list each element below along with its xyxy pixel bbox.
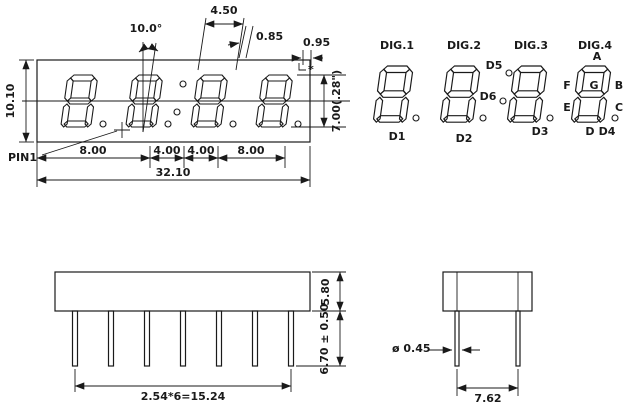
dim-row-spacing: 7.62 — [456, 369, 519, 405]
segment-label-a: A — [593, 50, 602, 63]
pin1-marker: PIN1 — [8, 122, 130, 164]
dim-overall-height-label: 10.10 — [4, 83, 17, 118]
decimal-point-dot — [229, 120, 237, 128]
dim-corner-offset-label: 0.95 — [303, 36, 330, 49]
dim-digit-height-label: 7.00(.28") — [330, 70, 343, 132]
decimal-point-dot — [546, 114, 554, 122]
dim-pin-diameter-label: ø 0.45 — [392, 342, 431, 355]
segment-label-b: B — [615, 79, 623, 92]
dim-digit-pitch: 8.00 4.00 4.00 8.00 — [36, 144, 286, 168]
pin — [143, 310, 151, 367]
pin — [179, 310, 187, 367]
seven-segment-digit — [373, 66, 413, 122]
dim-pitch-1-label: 8.00 — [79, 144, 106, 157]
dim-pin-length: 6.70 ± 0.50 — [296, 303, 346, 375]
pin1-cross — [114, 122, 130, 138]
dim-pin-length-label: 6.70 ± 0.50 — [318, 303, 331, 375]
dim-pitch-4-label: 8.00 — [237, 144, 264, 157]
decimal-point-dot — [99, 120, 107, 128]
dim-corner-offset: 0.95 * — [291, 36, 330, 76]
seven-segment-digit — [440, 66, 480, 122]
decimal-point-dot — [611, 114, 619, 122]
dim-digit-width: 4.50 — [197, 4, 245, 71]
front-view: PIN1 10.10 10.0° 4.50 0.85 — [4, 4, 350, 187]
seven-segment-digit — [507, 66, 547, 122]
pin — [71, 310, 79, 367]
colon-dot-upper — [179, 80, 187, 88]
dim-overall-width: 32.10 — [36, 142, 311, 187]
dim-digit-width-label: 4.50 — [210, 4, 237, 17]
pin1-leader-line — [41, 130, 118, 156]
colon-dot-lower — [173, 108, 181, 116]
dim-pin-pitch: 2.54*6=15.24 — [74, 369, 292, 403]
colon-label-d5: D5 — [486, 59, 503, 72]
segment-label-g: G — [589, 79, 598, 92]
digit-label-4: DIG.4 — [578, 39, 612, 52]
decimal-point-dot — [479, 114, 487, 122]
corner-tick — [298, 63, 306, 71]
colon-dot-upper — [505, 69, 513, 77]
dim-overall-width-label: 32.10 — [156, 166, 191, 179]
dim-row-spacing-label: 7.62 — [474, 392, 501, 405]
pin1-label: PIN1 — [8, 151, 37, 164]
dim-segment-width-label: 0.85 — [256, 30, 283, 43]
dim-pin-diameter: ø 0.45 — [392, 342, 480, 355]
dim-overall-height: 10.10 — [4, 59, 34, 143]
end-body-outline — [442, 271, 533, 312]
segment-label-e: E — [563, 101, 571, 114]
digit-label-3: DIG.3 — [514, 39, 548, 52]
segment-label-f: F — [563, 79, 571, 92]
colon-dot-lower — [499, 97, 507, 105]
dim-segment-width: 0.85 — [227, 25, 283, 59]
pin — [107, 310, 115, 367]
digit-label-1: DIG.1 — [380, 39, 414, 52]
dim-pin-pitch-label: 2.54*6=15.24 — [141, 390, 226, 403]
segment-label-c: C — [615, 101, 623, 114]
pin — [251, 310, 259, 367]
segment-label-d: D — [585, 125, 594, 138]
colon-label-d6: D6 — [480, 90, 497, 103]
side-view: 5.80 6.70 ± 0.50 2.54*6=15.24 — [54, 271, 346, 403]
dim-pitch-2-label: 4.00 — [153, 144, 180, 157]
dim-body-height-label: 5.80 — [319, 278, 332, 305]
dp-label-d4: D4 — [599, 125, 616, 138]
dp-label-d2: D2 — [456, 132, 473, 145]
side-body-outline — [54, 271, 311, 312]
decimal-point-dot — [412, 114, 420, 122]
end-view: ø 0.45 7.62 — [392, 271, 533, 405]
dp-label-d1: D1 — [389, 130, 406, 143]
pin — [454, 310, 460, 367]
decimal-point-dot — [164, 120, 172, 128]
dim-pitch-3-label: 4.00 — [187, 144, 214, 157]
pin — [215, 310, 223, 367]
pin — [515, 310, 521, 367]
decimal-point-dot — [294, 120, 302, 128]
corner-mark: * — [308, 63, 314, 76]
seven-segment-digit — [571, 66, 611, 122]
dim-slant-angle-label: 10.0° — [130, 22, 163, 35]
dim-slant-angle: 10.0° — [130, 22, 163, 133]
dp-label-d3: D3 — [532, 125, 549, 138]
dim-digit-height: 7.00(.28") — [291, 70, 346, 132]
pin — [287, 310, 295, 367]
digit-label-2: DIG.2 — [447, 39, 481, 52]
segment-view: DIG.1 DIG.2 DIG.3 DIG.4 D1 D2 D3 D4 D5 D… — [373, 39, 623, 145]
